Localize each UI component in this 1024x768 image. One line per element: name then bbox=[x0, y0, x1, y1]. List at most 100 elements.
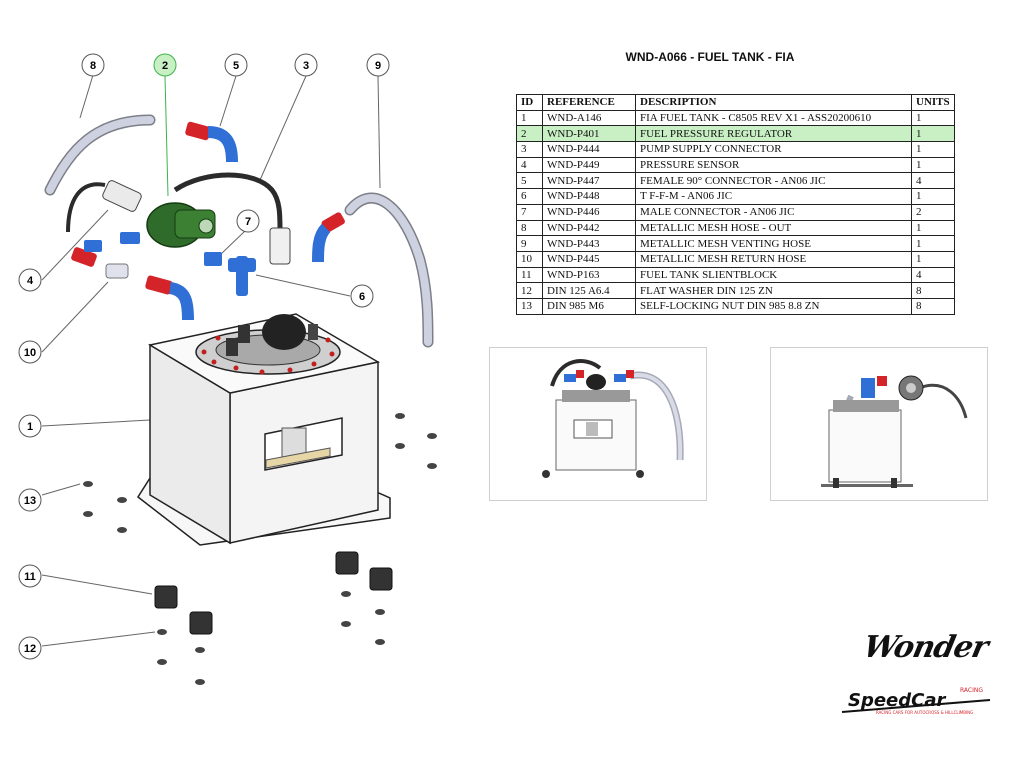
cell-description: FEMALE 90° CONNECTOR - AN06 JIC bbox=[635, 172, 912, 190]
cell-id: 7 bbox=[516, 203, 543, 221]
sensor-cable bbox=[66, 182, 106, 233]
cell-units: 8 bbox=[911, 282, 955, 299]
cell-description: METALLIC MESH VENTING HOSE bbox=[635, 235, 912, 252]
hose-venting bbox=[344, 192, 434, 348]
return-hose-stub bbox=[105, 263, 129, 279]
cell-reference: DIN 985 M6 bbox=[542, 297, 636, 315]
flange-fitting-mid bbox=[238, 325, 250, 343]
svg-text:4: 4 bbox=[27, 275, 34, 287]
cell-reference: WND-P449 bbox=[542, 156, 636, 174]
svg-text:6: 6 bbox=[359, 291, 365, 303]
cell-reference: WND-P446 bbox=[542, 203, 636, 221]
pressure-sensor bbox=[102, 180, 142, 212]
cell-description: FIA FUEL TANK - C8505 REV X1 - ASS202006… bbox=[635, 109, 912, 127]
header-description: DESCRIPTION bbox=[635, 94, 912, 111]
flange-fitting-left bbox=[226, 338, 238, 356]
cell-units: 1 bbox=[911, 188, 955, 205]
callout-3: 3 bbox=[294, 53, 318, 77]
fitting-5-left bbox=[71, 240, 102, 267]
svg-text:3: 3 bbox=[303, 60, 309, 72]
cell-units: 1 bbox=[911, 219, 955, 237]
cell-id: 8 bbox=[516, 219, 543, 237]
callout-9: 9 bbox=[366, 53, 390, 77]
cell-description: SELF-LOCKING NUT DIN 985 8.8 ZN bbox=[635, 297, 912, 315]
callout-11: 11 bbox=[18, 564, 42, 588]
callout-12: 12 bbox=[18, 636, 42, 660]
cell-id: 1 bbox=[516, 109, 543, 127]
header-id: ID bbox=[516, 94, 543, 111]
fitting-7-left bbox=[120, 232, 140, 244]
assembly-photo-front bbox=[489, 347, 707, 501]
fitting-5-top bbox=[185, 121, 238, 163]
cell-description: METALLIC MESH RETURN HOSE bbox=[635, 250, 912, 268]
callout-1: 1 bbox=[18, 414, 42, 438]
callout-8: 8 bbox=[81, 53, 105, 77]
cell-id: 2 bbox=[516, 125, 543, 143]
cell-id: 5 bbox=[516, 172, 543, 190]
pump-supply-hose bbox=[173, 172, 283, 231]
assembly-photo-front-drawing bbox=[542, 359, 684, 478]
cell-units: 4 bbox=[911, 172, 955, 190]
cell-id: 9 bbox=[516, 235, 543, 252]
cell-id: 4 bbox=[516, 156, 543, 174]
parts-table-header: ID REFERENCE DESCRIPTION UNITS bbox=[516, 94, 955, 111]
callout-5: 5 bbox=[224, 53, 248, 77]
fitting-5-bottom bbox=[145, 275, 194, 321]
pump-supply-end bbox=[269, 227, 291, 265]
speedcar-tagline: RACING CARS FOR AUTOCROSS & HILLCLIMBING bbox=[876, 710, 973, 715]
cell-id: 3 bbox=[516, 141, 543, 158]
cell-units: 1 bbox=[911, 156, 955, 174]
cell-units: 1 bbox=[911, 109, 955, 127]
cell-units: 4 bbox=[911, 266, 955, 284]
cell-reference: WND-A146 bbox=[542, 109, 636, 127]
assembly-photo-side-drawing bbox=[821, 375, 968, 488]
flange-bolts bbox=[201, 335, 335, 375]
cell-reference: WND-P445 bbox=[542, 250, 636, 268]
cell-units: 2 bbox=[911, 203, 955, 221]
cell-description: FUEL TANK SLIENTBLOCK bbox=[635, 266, 912, 284]
cell-description: T F-F-M - AN06 JIC bbox=[635, 188, 912, 205]
speedcar-logo-tag: RACING bbox=[960, 687, 983, 694]
speedcar-logo: SpeedCar RACING RACING CARS FOR AUTOCROS… bbox=[841, 687, 991, 715]
silentblocks bbox=[154, 551, 393, 635]
header-units: UNITS bbox=[911, 94, 955, 111]
cell-description: PRESSURE SENSOR bbox=[635, 156, 912, 174]
svg-text:9: 9 bbox=[375, 60, 381, 72]
svg-text:11: 11 bbox=[24, 571, 36, 583]
cell-reference: WND-P444 bbox=[542, 141, 636, 158]
speedcar-logo-text: SpeedCar bbox=[848, 690, 947, 711]
callout-7: 7 bbox=[236, 209, 260, 233]
nuts-washers bbox=[83, 413, 437, 685]
cell-units: 1 bbox=[911, 125, 955, 143]
fuel-pressure-regulator bbox=[146, 202, 216, 248]
t-fitting bbox=[228, 256, 256, 296]
cell-units: 1 bbox=[911, 250, 955, 268]
cell-units: 1 bbox=[911, 235, 955, 252]
cell-description: METALLIC MESH HOSE - OUT bbox=[635, 219, 912, 237]
drawing-title: WND-A066 - FUEL TANK - FIA bbox=[625, 50, 795, 64]
cell-description: FUEL PRESSURE REGULATOR bbox=[635, 125, 912, 143]
callout-10: 10 bbox=[18, 340, 42, 364]
svg-text:1: 1 bbox=[27, 421, 33, 433]
cell-description: MALE CONNECTOR - AN06 JIC bbox=[635, 203, 912, 221]
cell-id: 12 bbox=[516, 282, 543, 299]
cell-id: 10 bbox=[516, 250, 543, 268]
pump-dome bbox=[262, 314, 306, 350]
fitting-5-right bbox=[312, 212, 345, 263]
assembly-photo-side bbox=[770, 347, 988, 501]
cell-reference: WND-P163 bbox=[542, 266, 636, 284]
flange-fitting-right bbox=[308, 324, 318, 340]
callout-2: 2 bbox=[153, 53, 177, 77]
tank-window-tray bbox=[265, 447, 331, 469]
svg-text:7: 7 bbox=[245, 216, 251, 228]
callout-4: 4 bbox=[18, 268, 42, 292]
